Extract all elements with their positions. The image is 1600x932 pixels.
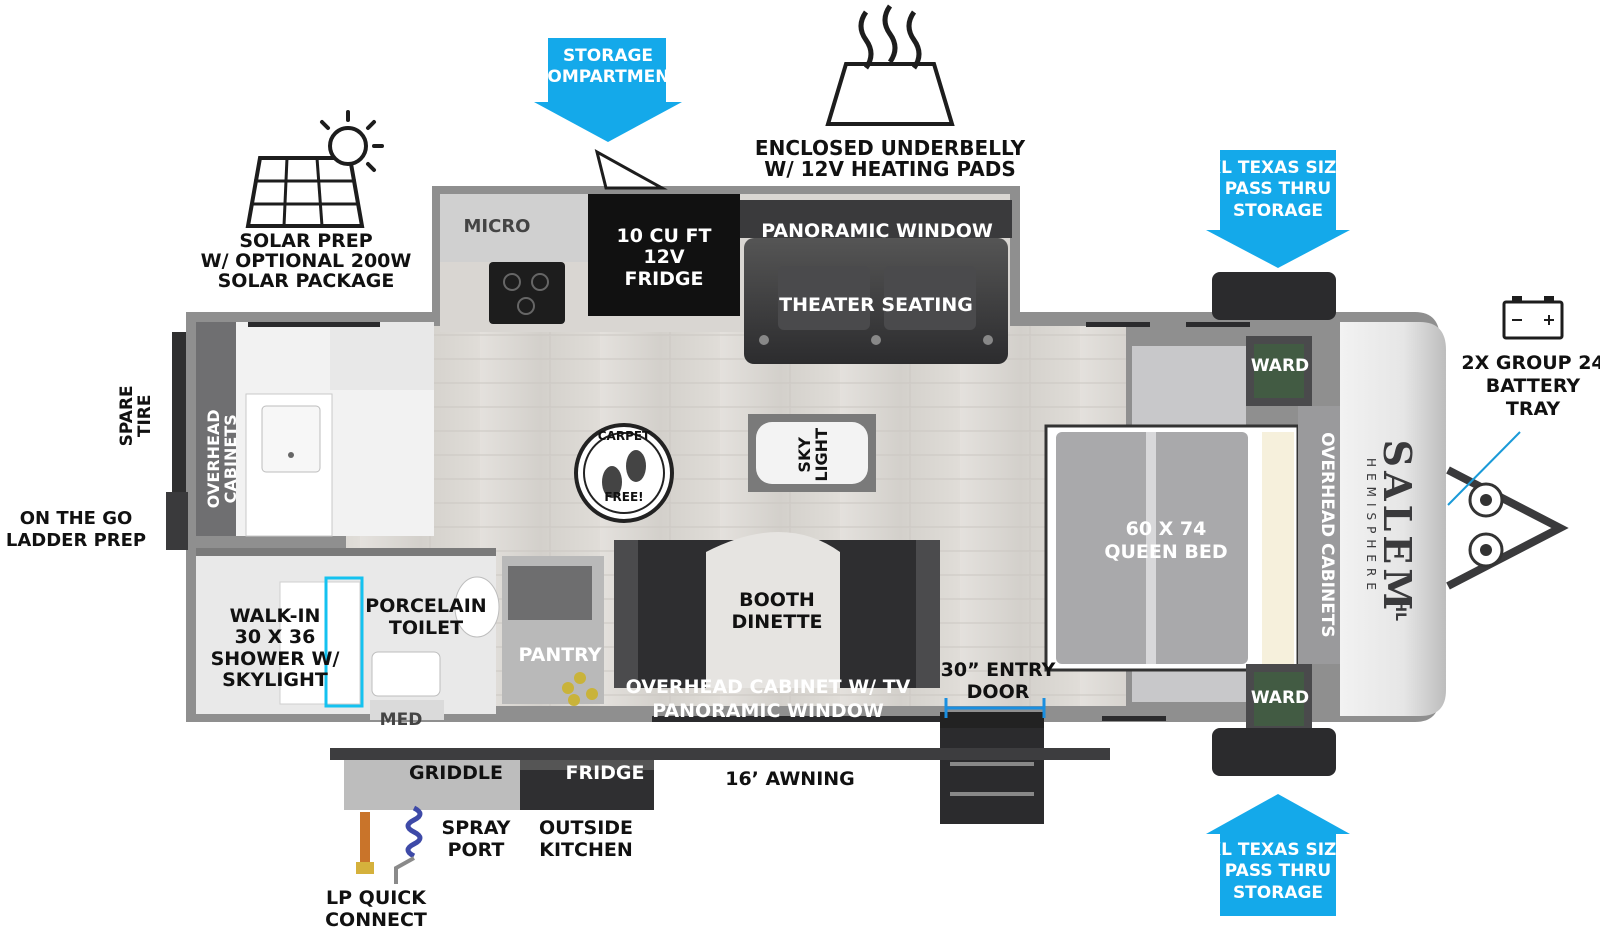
booth-line: BOOTH xyxy=(739,589,815,611)
brand-model: HL xyxy=(1392,600,1408,621)
kitchen-line: KITCHEN xyxy=(539,838,633,861)
micro-label: MICRO xyxy=(463,216,531,237)
xl-storage-top-callout: XL TEXAS SIZE PASS THRU STORAGE xyxy=(1206,150,1350,268)
walk-in-shower-label: WALK-IN 30 X 36 SHOWER W/ SKYLIGHT xyxy=(200,605,350,691)
brand-subline: HEMISPHERE xyxy=(1364,458,1379,596)
connect-line: CONNECT xyxy=(325,908,427,931)
fridge-12v-line-1: 10 CU FT xyxy=(616,225,712,247)
on-the-go-line-2: LADDER PREP xyxy=(5,529,147,551)
enclosed-underbelly-label: ENCLOSED UNDERBELLY W/ 12V HEATING PADS xyxy=(740,138,1040,180)
awning-label: 16’ AWNING xyxy=(725,768,855,790)
ward-bottom-label: WARD xyxy=(1250,688,1310,708)
toilet-line-2: TOILET xyxy=(388,616,464,639)
spray-port-label: SPRAY PORT xyxy=(436,817,516,862)
solar-panel-icon xyxy=(245,110,384,228)
griddle-label: GRIDDLE xyxy=(409,762,503,784)
overhead-left-line-2: CABINETS xyxy=(221,414,240,504)
fridge-12v-line-2: 12V xyxy=(643,246,685,269)
solar-prep-line-2: W/ OPTIONAL 200W xyxy=(200,249,412,272)
booth-dinette-label: BOOTH DINETTE xyxy=(712,589,842,634)
fridge-outside-label: FRIDGE xyxy=(565,762,645,784)
solar-prep-label: SOLAR PREP W/ OPTIONAL 200W SOLAR PACKAG… xyxy=(186,230,426,292)
underbelly-line-1: ENCLOSED UNDERBELLY xyxy=(754,136,1026,160)
dinette-line: DINETTE xyxy=(731,610,823,633)
battery-icon xyxy=(1502,296,1564,340)
overhead-cabinet-tv-label: OVERHEAD CABINET W/ TV xyxy=(625,676,911,698)
solar-prep-line-1: SOLAR PREP xyxy=(239,230,373,252)
ward-top-label: WARD xyxy=(1250,356,1310,376)
underbelly-line-2: W/ 12V HEATING PADS xyxy=(764,157,1016,181)
shower-line-2: 30 X 36 xyxy=(234,626,316,649)
storage-compartment-line-2: COMPARTMENT xyxy=(534,67,682,88)
bed-size-line: 60 X 74 xyxy=(1125,518,1207,540)
sky-light-label: SKY LIGHT xyxy=(795,425,831,485)
lp-quick-connect-label: LP QUICK CONNECT xyxy=(318,887,434,932)
panoramic-window-top-label: PANORAMIC WINDOW xyxy=(761,220,993,242)
queen-bed-label: 60 X 74 QUEEN BED xyxy=(1086,518,1246,564)
carpet-free-icon xyxy=(574,423,674,523)
storage-compartment-line-1: STORAGE xyxy=(562,46,654,66)
carpet-free-label: CARPET FREE! xyxy=(584,429,664,505)
overhead-cabinets-right-label: OVERHEAD CABINETS xyxy=(1316,432,1337,638)
lp-line: LP QUICK xyxy=(326,887,426,909)
fridge-12v-line-3: FRIDGE xyxy=(624,267,704,290)
xl-storage-bottom-line-1: XL TEXAS SIZE xyxy=(1207,840,1348,860)
battery-line-2: BATTERY xyxy=(1485,375,1581,398)
light-line: LIGHT xyxy=(812,428,831,482)
entry-door-label: 30” ENTRY DOOR xyxy=(936,659,1060,704)
carpet-line: CARPET xyxy=(597,429,651,443)
theater-seating-label: THEATER SEATING xyxy=(779,294,973,316)
spare-tire-line-2: TIRE xyxy=(135,394,155,438)
battery-line-3: TRAY xyxy=(1505,398,1561,421)
xl-storage-bottom-callout: XL TEXAS SIZE PASS THRU STORAGE xyxy=(1206,794,1350,916)
free-line: FREE! xyxy=(604,490,644,505)
outside-kitchen-label: OUTSIDE KITCHEN xyxy=(536,817,636,862)
toilet-line-1: PORCELAIN xyxy=(365,595,487,617)
xl-storage-bottom-line-2: PASS THRU xyxy=(1224,861,1332,882)
porcelain-toilet-label: PORCELAIN TOILET xyxy=(358,595,494,640)
overhead-cabinets-left-label: OVERHEAD CABINETS xyxy=(204,404,240,514)
entry-line: 30” ENTRY xyxy=(940,659,1056,681)
door-line: DOOR xyxy=(966,680,1030,703)
pantry-label: PANTRY xyxy=(518,644,602,666)
battery-tray-label: 2X GROUP 24 BATTERY TRAY xyxy=(1458,352,1600,422)
xl-storage-top-line-1: XL TEXAS SIZE xyxy=(1207,158,1348,178)
bed-type-line: QUEEN BED xyxy=(1104,540,1228,563)
xl-storage-top-line-2: PASS THRU xyxy=(1224,179,1332,200)
spray-line: SPRAY xyxy=(441,817,511,839)
panoramic-window-bottom-label: PANORAMIC WINDOW xyxy=(652,700,884,722)
xl-storage-bottom-line-3: STORAGE xyxy=(1232,882,1324,903)
underbelly-heat-icon xyxy=(825,4,955,126)
solar-prep-line-3: SOLAR PACKAGE xyxy=(217,269,395,292)
fridge-12v-label: 10 CU FT 12V FRIDGE xyxy=(596,225,732,290)
on-the-go-line-1: ON THE GO xyxy=(19,508,133,529)
storage-compartment-callout: STORAGE COMPARTMENT xyxy=(534,38,682,142)
port-line: PORT xyxy=(447,838,505,861)
battery-line-1: 2X GROUP 24 xyxy=(1461,352,1600,374)
outside-line: OUTSIDE xyxy=(538,817,634,839)
spare-tire-label: SPARE TIRE xyxy=(117,361,155,471)
on-the-go-label: ON THE GO LADDER PREP xyxy=(0,508,152,551)
xl-storage-top-line-3: STORAGE xyxy=(1232,200,1324,221)
shower-line-1: WALK-IN xyxy=(229,605,321,627)
shower-line-3: SHOWER W/ xyxy=(210,647,340,670)
shower-line-4: SKYLIGHT xyxy=(222,668,328,691)
brand-logo: SALEM HEMISPHERE HL xyxy=(1343,437,1420,621)
brand-name: SALEM xyxy=(1375,439,1420,615)
med-label: MED xyxy=(379,710,423,730)
